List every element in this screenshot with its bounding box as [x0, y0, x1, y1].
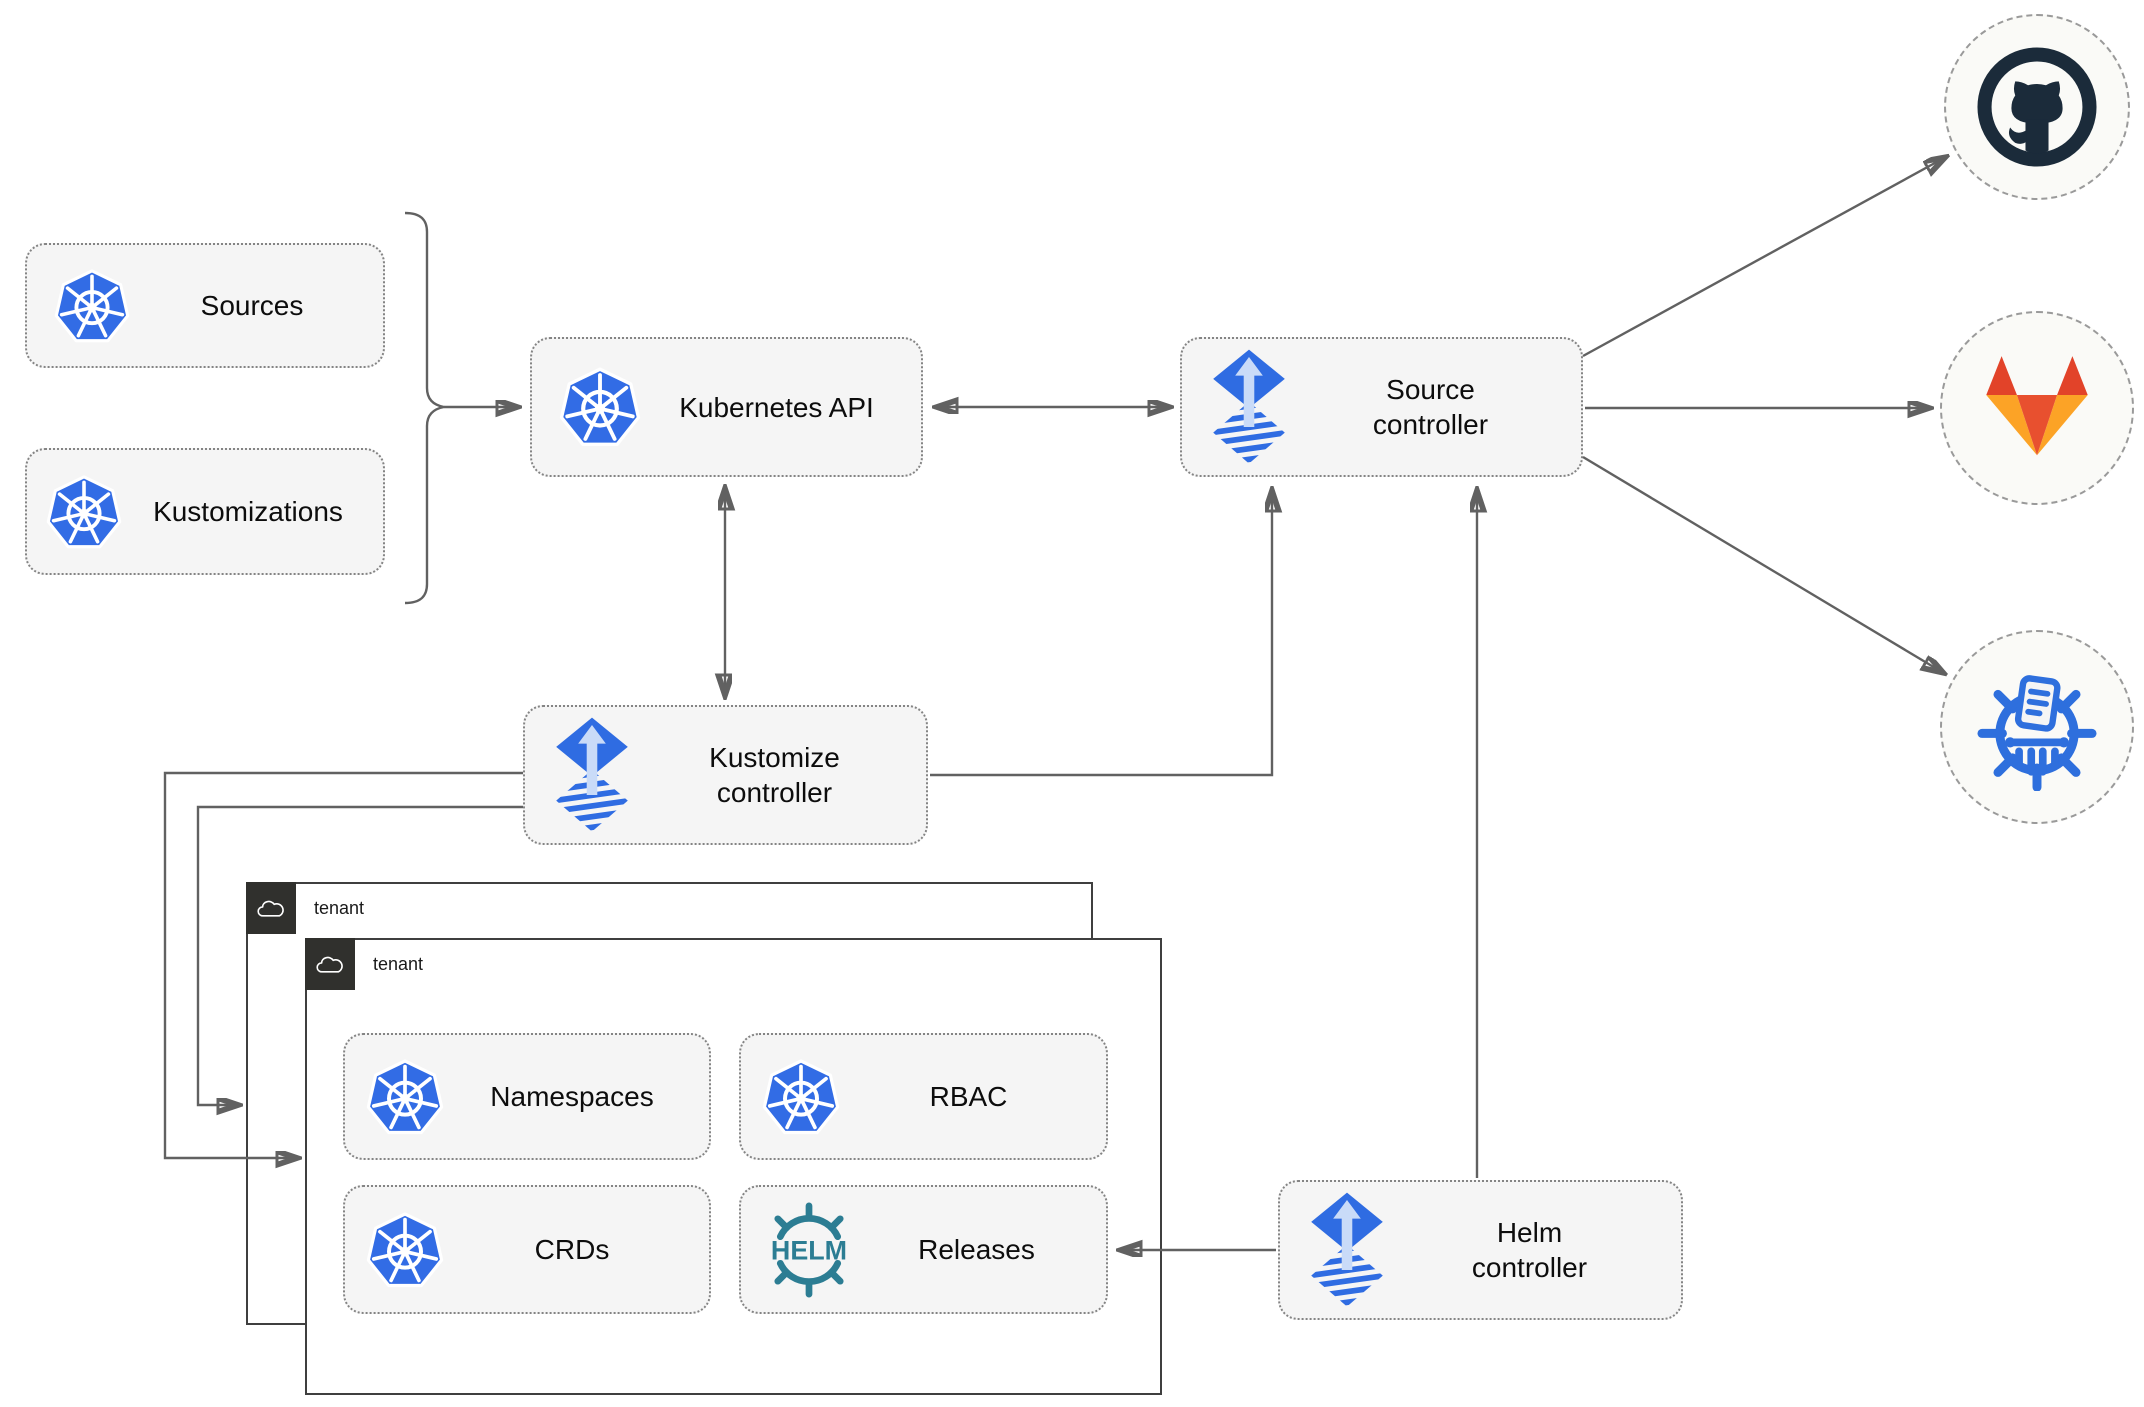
kubernetes-icon	[558, 365, 642, 449]
tenant-box-front: tenant	[305, 938, 1162, 1395]
cloud-icon	[255, 897, 287, 920]
source-controller-node: Source controller	[1180, 337, 1583, 477]
kubernetes-icon	[53, 267, 131, 345]
crds-label: CRDs	[534, 1234, 610, 1265]
helm-repository-target	[1940, 630, 2134, 824]
kustomizations-node: Kustomizations	[25, 448, 385, 575]
helm-controller-label: Helm controller	[1471, 1217, 1588, 1283]
kubernetes-icon	[365, 1210, 445, 1290]
crds-node: CRDs	[343, 1185, 711, 1314]
gitlab-icon	[1978, 356, 2096, 460]
kubernetes-api-node: Kubernetes API	[530, 337, 923, 477]
cloud-icon	[314, 953, 346, 976]
sources-label: Sources	[200, 290, 304, 321]
kustomize-controller-node: Kustomize controller	[523, 705, 928, 845]
namespaces-label: Namespaces	[490, 1081, 654, 1112]
rbac-label: RBAC	[929, 1081, 1008, 1112]
kubernetes-icon	[45, 473, 123, 551]
helm-controller-node: Helm controller	[1278, 1180, 1683, 1320]
github-target	[1944, 14, 2130, 200]
brace-sources-kustomizations	[404, 211, 445, 605]
kustomize-controller-label: Kustomize controller	[709, 742, 840, 808]
releases-label: Releases	[918, 1234, 1035, 1265]
kubernetes-api-label: Kubernetes API	[679, 391, 874, 423]
edge-source-controller-to-github	[1582, 158, 1944, 358]
releases-node: Releases	[739, 1185, 1108, 1314]
rbac-node: RBAC	[739, 1033, 1108, 1160]
namespaces-node: Namespaces	[343, 1033, 711, 1160]
kustomizations-label: Kustomizations	[153, 496, 343, 527]
edge-source-controller-to-helm-repository	[1582, 455, 1942, 672]
tenant-tab	[305, 938, 355, 990]
source-controller-label: Source controller	[1372, 374, 1489, 440]
tenant-tab	[246, 882, 296, 934]
tenant-label: tenant	[314, 898, 365, 918]
tenant-label: tenant	[373, 954, 424, 974]
sources-node: Sources	[25, 243, 385, 368]
kubernetes-icon	[365, 1057, 445, 1137]
gitlab-target	[1940, 311, 2134, 505]
github-icon	[1973, 43, 2101, 171]
helm-repository-icon	[1973, 663, 2101, 791]
kubernetes-icon	[761, 1057, 841, 1137]
edge-kustomize-controller-to-source-controller	[930, 492, 1272, 777]
helm-icon	[761, 1200, 857, 1300]
flux-icon	[551, 716, 633, 834]
flux-icon	[1208, 348, 1290, 466]
flux-icon	[1306, 1191, 1388, 1309]
